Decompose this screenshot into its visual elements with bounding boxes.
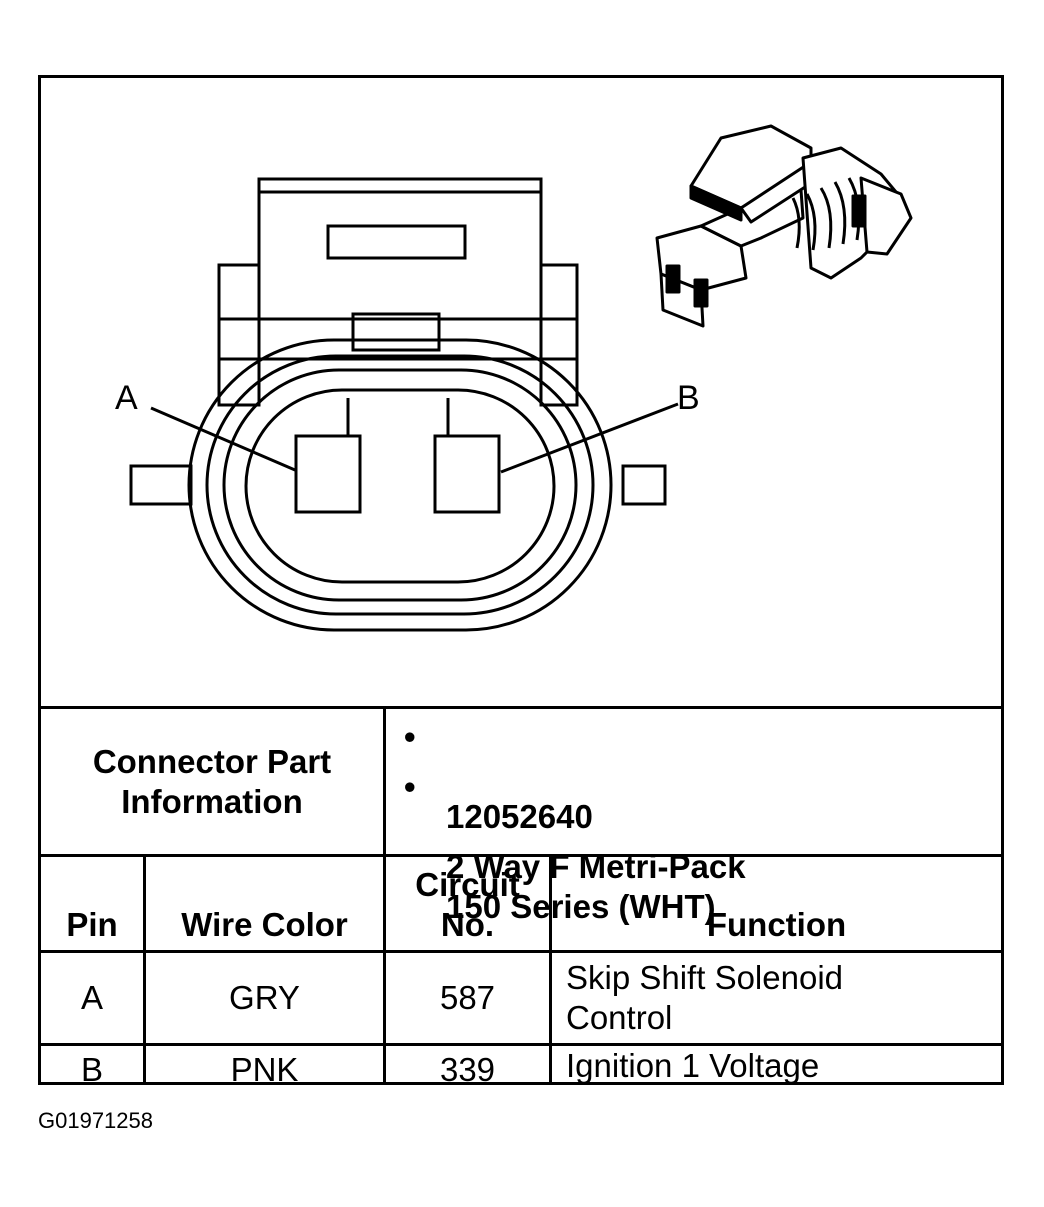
latch-slot (326, 224, 467, 260)
left-shoulder (217, 263, 261, 407)
bullet-icon: • (404, 768, 416, 805)
connector-part-info: Connector Part Information • 12052640 • … (41, 706, 1001, 925)
figure-id: G01971258 (38, 1108, 153, 1133)
pin-label-a: A (115, 379, 138, 417)
part-number-item: • 12052640 (404, 718, 593, 835)
header-wire-color: Wire Color (181, 906, 348, 943)
connector-3d-illustration (655, 124, 913, 328)
table-row-b-wire-color: PNK (230, 1051, 299, 1088)
pin-table: Pin Wire Color Circuit No. Function A GR… (41, 854, 1001, 1088)
outer-shell (187, 338, 613, 632)
leader-b (500, 402, 679, 474)
latch-housing (257, 177, 543, 321)
inner-cavity (244, 388, 556, 584)
connector-face (129, 177, 679, 632)
table-row-a-wire-color: GRY (229, 979, 300, 1016)
leader-a (150, 406, 296, 472)
terminal-a (294, 434, 362, 514)
table-row-a-pin: A (80, 979, 103, 1016)
right-ear (621, 464, 667, 506)
header-circuit-no: Circuit No. (415, 866, 520, 943)
connector-diagram: A B (115, 124, 913, 632)
table-row-a-function: Skip Shift Solenoid Control (566, 959, 844, 1036)
table-row-b-function: Ignition 1 Voltage (566, 1047, 820, 1084)
pin-label-b: B (677, 379, 700, 417)
connector-part-info-label: Connector Part Information (41, 709, 386, 854)
table-row-b-pin: B (80, 1051, 103, 1088)
center-key (351, 312, 441, 352)
table-row-b-circuit: 339 (439, 1051, 496, 1088)
connector-frame: A B Connector Part Information • 1205264… (38, 75, 1004, 1088)
table-row-a-circuit: 587 (439, 979, 496, 1016)
header-pin: Pin (66, 906, 118, 943)
connector-part-info-list: • 12052640 • 2 Way F Metri-Pack 150 Seri… (386, 709, 1001, 925)
left-ear (129, 464, 193, 506)
bullet-icon: • (404, 718, 416, 755)
header-function: Function (706, 906, 847, 943)
terminal-b (433, 434, 501, 514)
